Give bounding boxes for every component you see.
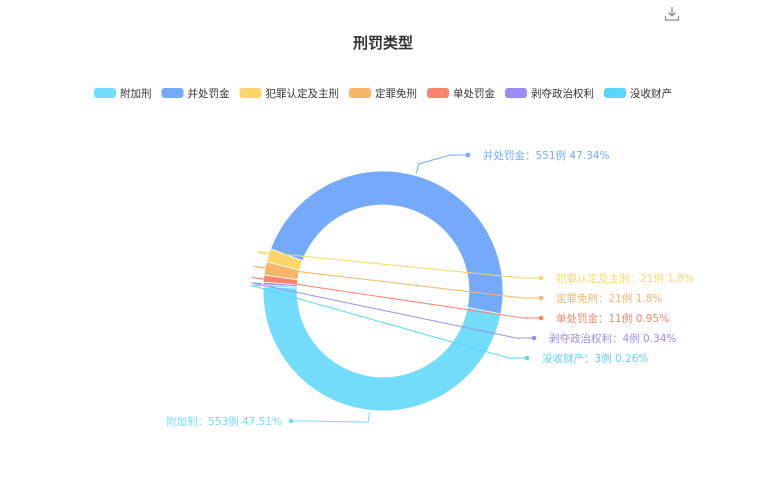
callout-label: 附加刑：553例 47.51% — [166, 415, 282, 428]
legend-label: 剥夺政治权利 — [531, 87, 594, 100]
legend-label: 单处罚金 — [453, 87, 495, 100]
callout-line — [291, 412, 370, 423]
legend-item[interactable]: 犯罪认定及主刑 — [239, 87, 340, 100]
callout-line — [250, 284, 527, 359]
callout-line — [256, 251, 541, 279]
legend-swatch — [505, 88, 527, 98]
legend-swatch — [349, 88, 371, 98]
legend-item[interactable]: 并处罚金 — [161, 87, 230, 100]
chart-title: 刑罚类型 — [353, 34, 413, 52]
callout-dot — [531, 335, 537, 341]
callout-dot — [538, 275, 544, 281]
legend-swatch — [161, 88, 184, 98]
callout-labels: 附加刑：553例 47.51% 并处罚金：551例 47.34% 犯罪认定及主刑：2… — [166, 149, 694, 428]
download-icon[interactable] — [664, 6, 680, 22]
callout-dot — [524, 355, 530, 361]
legend-swatch — [427, 88, 449, 98]
legend-label: 并处罚金 — [188, 87, 230, 100]
legend-item[interactable]: 附加刑 — [94, 87, 152, 100]
legend-swatch — [239, 88, 262, 98]
callout-label: 定罪免刑：21例 1.8% — [556, 292, 662, 305]
callout-label: 剥夺政治权利：4例 0.34% — [549, 332, 676, 345]
callout-label: 犯罪认定及主刑：21例 1.8% — [556, 272, 694, 285]
legend: 附加刑 并处罚金 犯罪认定及主刑 定罪免刑 单处罚金 剥夺政治权利 没收财产 — [94, 87, 672, 100]
legend-swatch — [94, 88, 116, 98]
callout-line — [251, 277, 541, 319]
callout-line — [253, 265, 541, 299]
legend-item[interactable]: 没收财产 — [604, 87, 672, 100]
callout-label: 单处罚金：11例 0.95% — [556, 312, 669, 325]
legend-item[interactable]: 定罪免刑 — [349, 87, 417, 100]
callout-line — [415, 154, 468, 174]
callout-dot — [538, 295, 544, 301]
legend-label: 附加刑 — [120, 87, 152, 100]
legend-label: 定罪免刑 — [375, 87, 417, 100]
legend-label: 犯罪认定及主刑 — [266, 87, 340, 100]
callout-line — [251, 282, 534, 339]
callout-dot — [288, 418, 294, 424]
callout-label: 没收财产：3例 0.26% — [542, 352, 648, 365]
legend-swatch — [604, 88, 626, 98]
callout-label: 并处罚金：551例 47.34% — [483, 149, 609, 162]
donut-slice[interactable] — [262, 286, 502, 412]
legend-item[interactable]: 剥夺政治权利 — [505, 87, 594, 100]
callout-dot — [538, 315, 544, 321]
callout-dot — [465, 152, 471, 158]
donut-slice[interactable] — [270, 170, 504, 315]
donut-slices — [262, 170, 504, 412]
legend-item[interactable]: 单处罚金 — [427, 87, 495, 100]
legend-label: 没收财产 — [630, 87, 672, 100]
